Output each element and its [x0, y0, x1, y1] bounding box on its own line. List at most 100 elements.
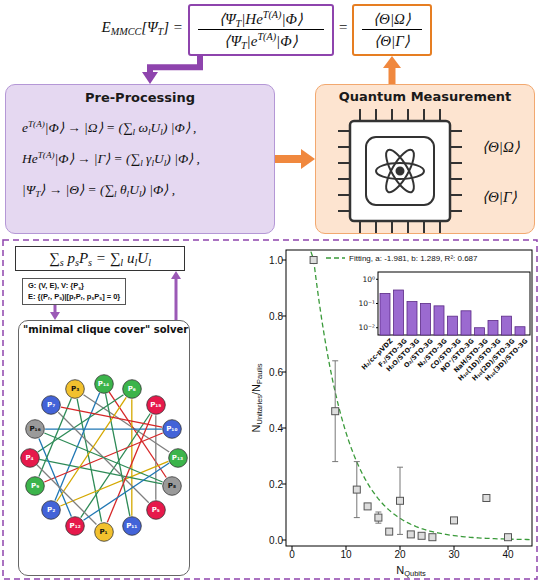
- text-run: 0.6: [269, 367, 283, 378]
- text-run: P: [76, 292, 81, 301]
- text-run: θ: [117, 182, 127, 197]
- text-run: s: [59, 295, 62, 301]
- node-text: ⟨Θ|Ω⟩: [482, 138, 528, 156]
- graph-vertex: P₁₂: [65, 516, 85, 536]
- node-text: P₁₀: [166, 425, 177, 433]
- text-run: l: [148, 257, 151, 268]
- text-run: T(A): [28, 119, 45, 129]
- axis-label: 0.6: [269, 367, 283, 378]
- text-run: l: [140, 158, 143, 168]
- graph-vertex: P₁₄: [94, 374, 114, 394]
- node-text: eT(A)|Φ⟩ → |Ω⟩ = (∑l ωlUl) |Φ⟩ ,: [16, 119, 264, 136]
- text-run: T(A): [263, 9, 282, 20]
- text-run: P₅: [152, 506, 160, 514]
- error-cap: [375, 523, 381, 524]
- text-run: 20: [394, 549, 405, 560]
- text-run: [Ψ: [141, 19, 157, 35]
- text-run: U: [137, 250, 148, 266]
- text-run: l: [133, 127, 136, 137]
- text-run: , p: [83, 292, 92, 301]
- text-run: l: [134, 257, 137, 268]
- text-run: |Ψ: [22, 182, 35, 197]
- text-run: Qubits: [404, 569, 426, 578]
- axis-label: 20: [394, 549, 405, 560]
- text-run: ω: [135, 120, 148, 135]
- text-run: N: [250, 424, 262, 432]
- text-run: T: [236, 18, 242, 29]
- text-run: MMCC: [111, 26, 142, 37]
- fraction-box: ⟨Θ|Ω⟩⟨Θ|Γ⟩: [352, 4, 432, 56]
- bar: [488, 320, 498, 335]
- error-cap: [332, 461, 338, 462]
- commuting-edge: [83, 463, 169, 520]
- text-run: r: [74, 295, 76, 301]
- text-run: l: [127, 189, 130, 199]
- node-text: P₁₅: [150, 401, 161, 409]
- commuting-edge: [131, 399, 132, 516]
- text-run: P₁₀: [166, 425, 177, 433]
- text-run: G: (V, E), V: {P: [28, 281, 78, 290]
- text-run: γ: [143, 151, 152, 166]
- text-run: ⟨Θ|Ω⟩: [373, 11, 411, 27]
- axis-label: 0.4: [269, 423, 283, 434]
- text-run: s: [75, 257, 79, 268]
- data-point: [407, 531, 414, 538]
- node-text: P₈: [168, 482, 176, 490]
- node-text: P₇: [47, 401, 55, 409]
- bar: [407, 302, 417, 335]
- atom-symbol: [376, 146, 424, 196]
- node-text: "minimal clique cover" solver: [23, 324, 185, 335]
- text-run: r: [81, 295, 83, 301]
- error-cap: [354, 461, 360, 462]
- graph-vertex: P₄: [20, 448, 40, 468]
- text-run: 0: [289, 549, 295, 560]
- error-cap: [375, 512, 381, 513]
- bar: [515, 327, 525, 335]
- chip-core: [366, 137, 434, 205]
- error-cap: [332, 360, 338, 361]
- axis-label: 10⁻¹: [358, 299, 375, 308]
- node-text: ⟨Θ|Ω⟩: [362, 9, 422, 30]
- flow-arrow: [389, 68, 396, 84]
- panel-heading: Quantum Measurement: [322, 89, 528, 104]
- text-run: P₂: [47, 506, 55, 514]
- commuting-edge: [38, 395, 124, 452]
- axis-label: 10⁻²: [358, 323, 375, 332]
- fraction-box: ⟨ΨT|HeT(A)|Φ⟩⟨ΨT|eT(A)|Φ⟩: [188, 4, 334, 56]
- text-run: 10⁰: [362, 275, 375, 284]
- text-run: s: [99, 295, 102, 301]
- text-run: |e: [247, 33, 258, 49]
- data-point: [310, 257, 317, 264]
- process-panel: Quantum Measurement⟨Θ|Ω⟩⟨Θ|Γ⟩: [315, 84, 535, 234]
- text-run: 40: [502, 549, 513, 560]
- node-text: E: {(Pr, Ps)|[prPr, psPs] = 0}: [28, 292, 120, 303]
- text-run: = ∑: [92, 250, 120, 266]
- text-run: 0.0: [269, 535, 283, 546]
- text-run: l: [148, 127, 151, 137]
- data-point: [451, 517, 458, 524]
- graph-vertex: P₆: [122, 379, 142, 399]
- data-point: [332, 408, 339, 415]
- equation-text: EMMCC[ΨT] =: [101, 19, 183, 36]
- inset-tick: [376, 303, 378, 304]
- text-run: |Φ⟩: [281, 11, 303, 27]
- text-run: p: [64, 250, 75, 266]
- text-run: P₁₂: [70, 522, 81, 530]
- text-run: P₆: [128, 385, 136, 393]
- text-run: , P: [50, 292, 59, 301]
- text-run: ⟩ → |Θ⟩ = (∑: [40, 182, 114, 197]
- text-run: 0.8: [269, 311, 283, 322]
- axis-label: NUnitaries/NPaulis: [250, 364, 262, 433]
- node-text: G: (V, E), V: {Ps}: [28, 281, 120, 292]
- flow-arrow: [150, 56, 200, 72]
- text-run: 10: [340, 549, 351, 560]
- commuting-edge: [44, 433, 162, 482]
- text-run: E: [101, 19, 110, 35]
- axis-label: NQubits: [396, 564, 426, 576]
- text-run: Quantum Measurement: [339, 89, 511, 104]
- text-run: U: [129, 182, 139, 197]
- text-run: 1.0: [269, 255, 283, 266]
- text-run: ] = 0}: [102, 292, 120, 301]
- text-run: ) |Φ⟩ ,: [163, 120, 197, 135]
- text-run: U: [151, 120, 161, 135]
